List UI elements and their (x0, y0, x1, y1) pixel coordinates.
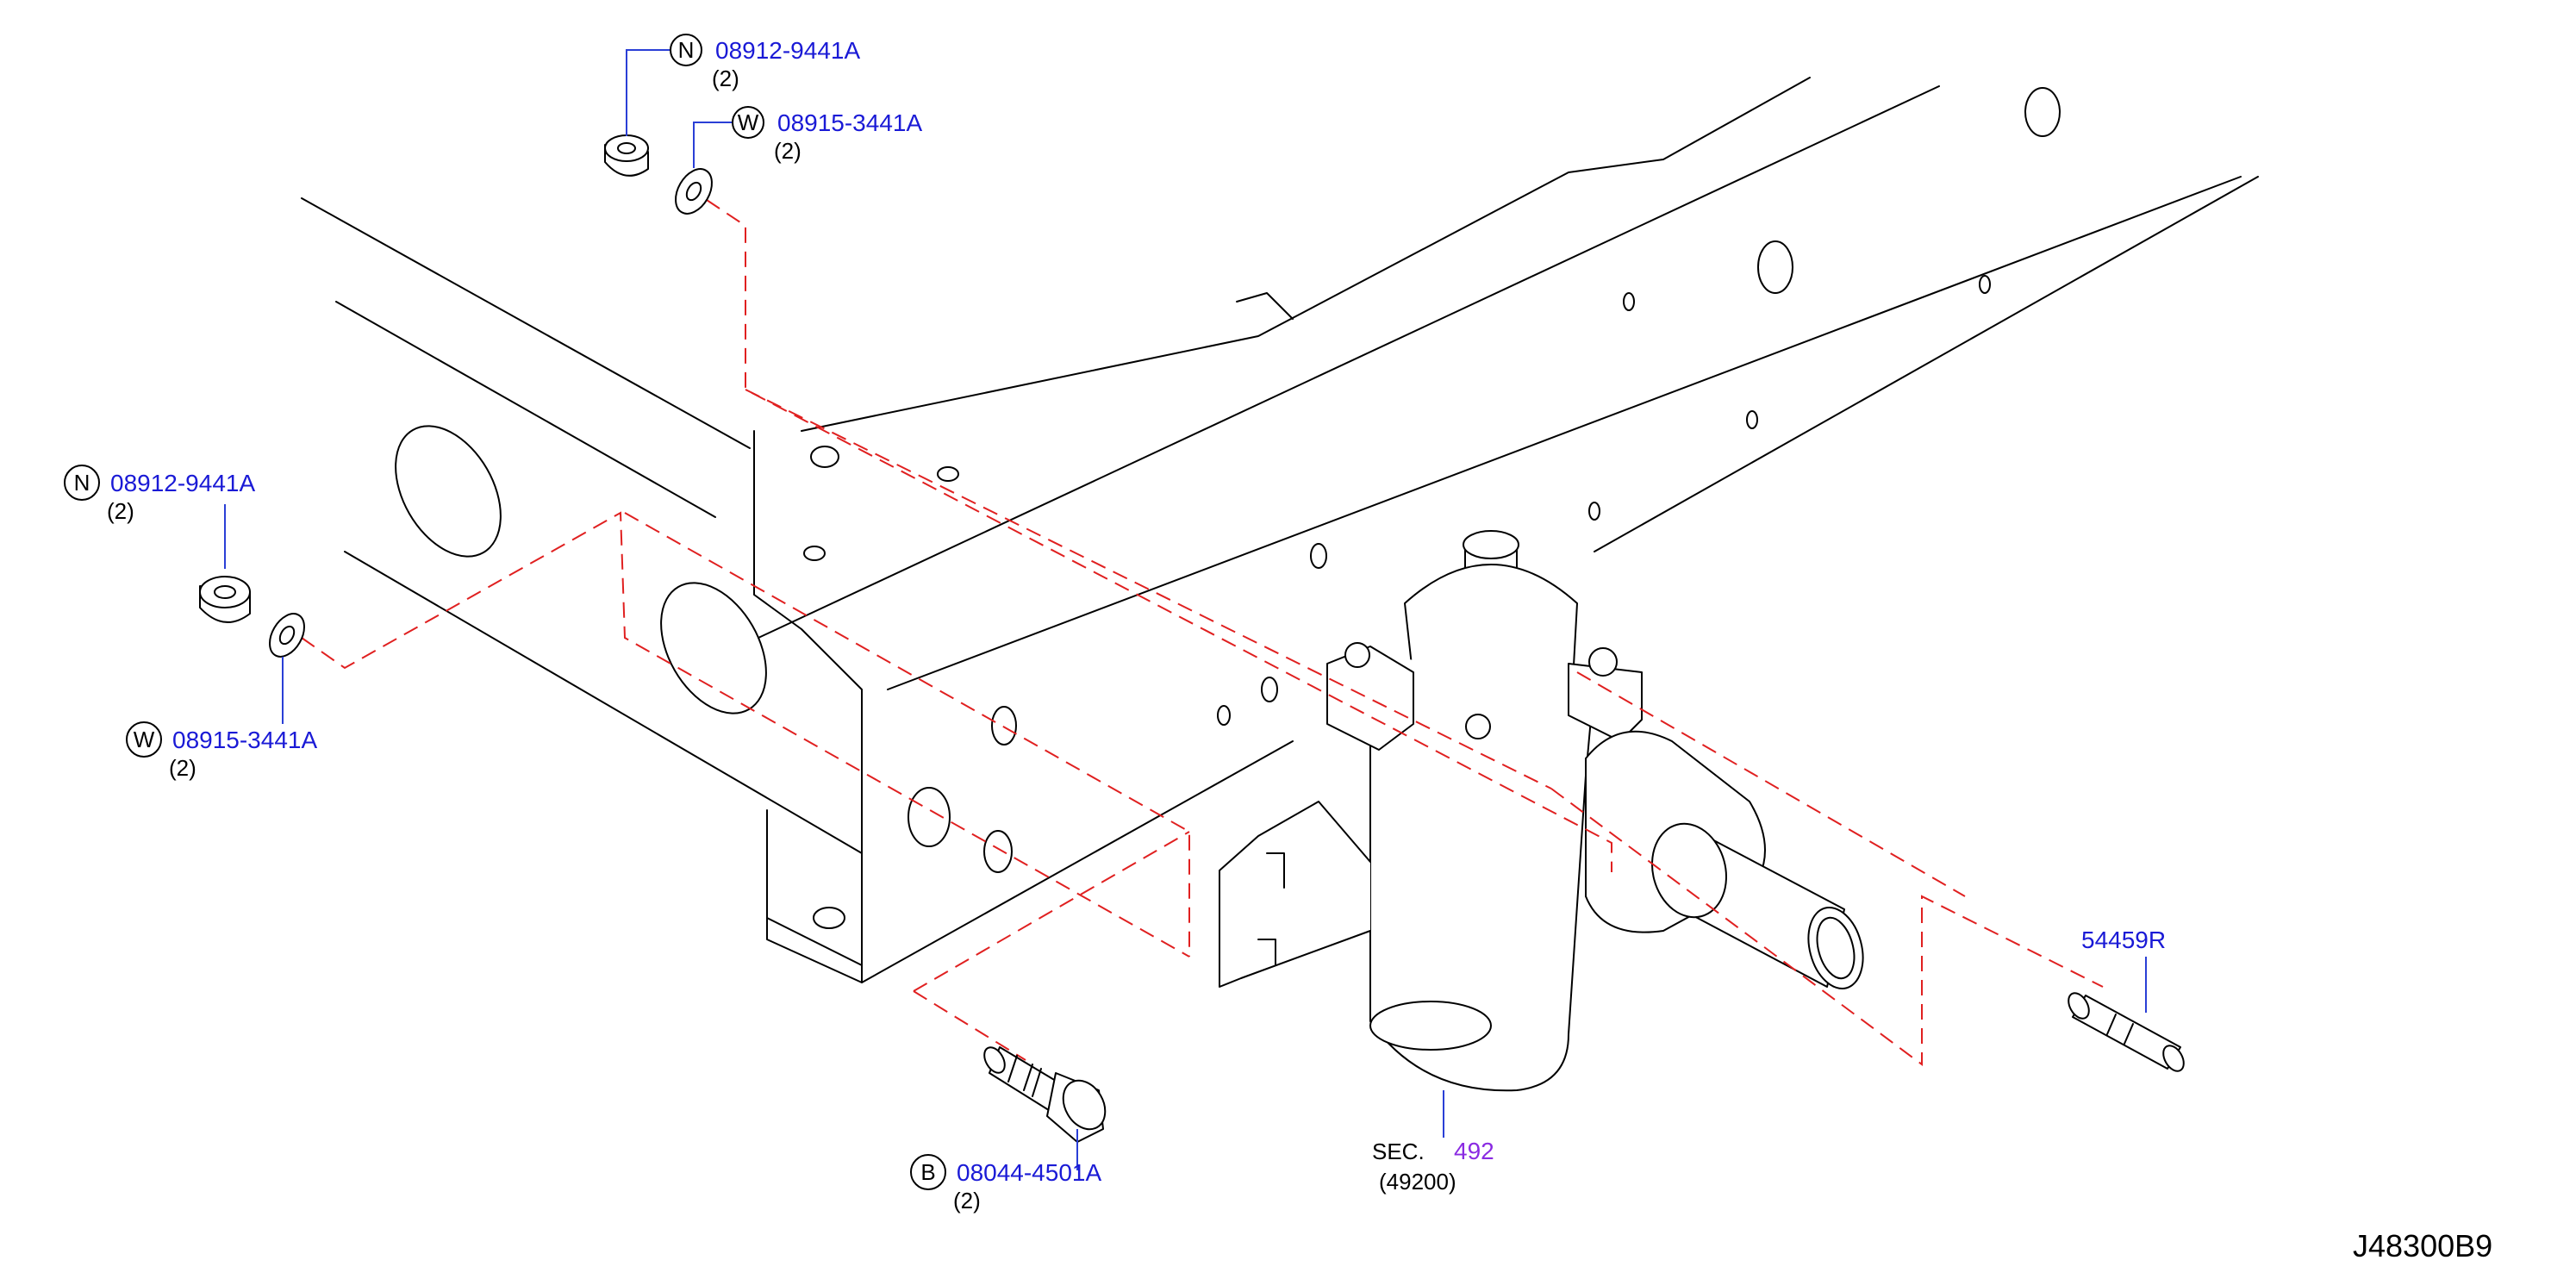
nut-left-part[interactable] (199, 576, 251, 623)
badge-washer-top (732, 106, 764, 139)
leader-nut-top (626, 49, 671, 136)
pin-part[interactable] (2064, 989, 2187, 1075)
quantity-washer-left: (2) (169, 755, 196, 781)
part-number-nut-top[interactable]: 08912-9441A (715, 37, 860, 64)
section-label: SEC. (1372, 1139, 1425, 1164)
part-number-washer-left[interactable]: 08915-3441A (172, 727, 317, 753)
steering-gear[interactable] (1219, 530, 1871, 1092)
part-number-pin[interactable]: 54459R (2081, 926, 2166, 953)
quantity-nut-top: (2) (712, 66, 739, 91)
leader-washer-top (693, 122, 733, 168)
washer-left-part[interactable] (263, 608, 311, 663)
part-number-washer-top[interactable]: 08915-3441A (777, 109, 922, 136)
badge-letter-nut-top: N (678, 37, 695, 63)
part-number-bolt[interactable]: 08044-4501A (957, 1159, 1101, 1186)
nut-top-part[interactable] (604, 134, 649, 177)
section-number-link[interactable]: 492 (1454, 1138, 1494, 1164)
badge-nut-top (670, 34, 702, 66)
badge-letter-washer-top: W (738, 109, 759, 135)
badge-letter-bolt: B (920, 1159, 935, 1185)
section-reference: (49200) (1379, 1169, 1456, 1195)
assembly-lines (301, 199, 2104, 1066)
badge-washer-left (126, 721, 162, 758)
badge-letter-nut-left: N (74, 470, 90, 496)
washer-top-part[interactable] (668, 163, 719, 220)
quantity-nut-left: (2) (107, 498, 134, 524)
frame-assembly (301, 77, 2259, 983)
diagram-id: J48300B9 (2353, 1228, 2492, 1263)
badge-bolt (910, 1154, 946, 1190)
badge-letter-washer-left: W (134, 727, 155, 752)
badge-nut-left (64, 465, 100, 501)
quantity-washer-top: (2) (774, 138, 801, 164)
part-number-nut-left[interactable]: 08912-9441A (110, 470, 255, 496)
bolt-part[interactable] (980, 1044, 1113, 1143)
quantity-bolt: (2) (953, 1188, 981, 1213)
